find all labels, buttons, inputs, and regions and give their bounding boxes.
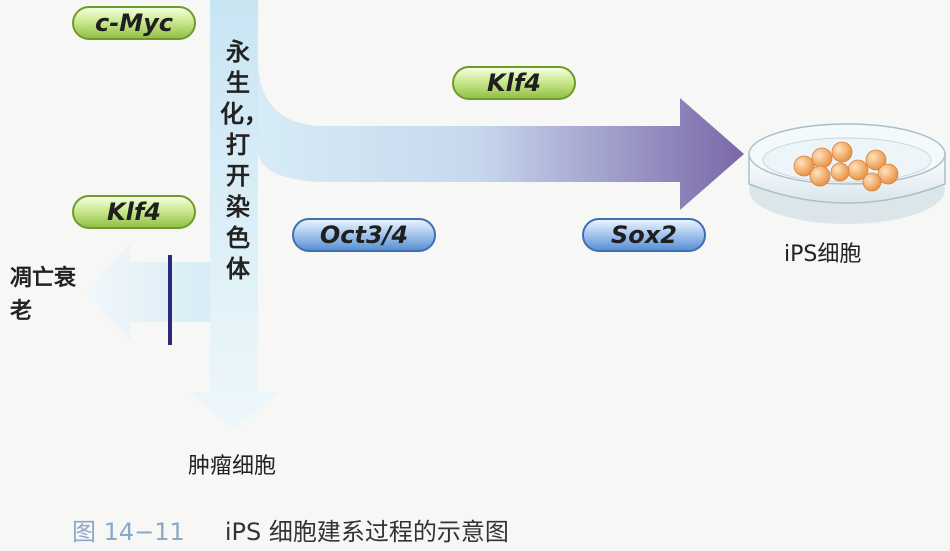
cell (830, 162, 850, 182)
tumor-cell-label: 肿瘤细胞 (188, 454, 277, 479)
factor-klf4-left: Klf4 (72, 195, 196, 229)
factor-sox2: Sox2 (582, 218, 706, 252)
cell (877, 163, 899, 185)
figure-number: 图 14−11 (72, 518, 185, 546)
caption-text: iPS 细胞建系过程的示意图 (224, 518, 509, 546)
factor-oct3-4: Oct3/4 (292, 218, 436, 252)
left-arrow (84, 244, 210, 340)
vertical-arrow (190, 0, 278, 430)
cell (811, 147, 833, 169)
apoptosis-senescence-label: 凋亡衰老 (10, 265, 77, 324)
factor-klf4-top: Klf4 (452, 66, 576, 100)
factor-c-myc: c-Myc (72, 6, 196, 40)
cell (809, 165, 831, 187)
ips-cell-label: iPS细胞 (784, 242, 862, 267)
ips-cell-cluster (793, 141, 899, 192)
immortalization-label: 永生化，打开染色体 (220, 37, 268, 283)
cell (793, 155, 815, 177)
cell (831, 141, 853, 163)
cell (862, 172, 882, 192)
figure-caption: 图 14−11 iPS 细胞建系过程的示意图 (72, 512, 509, 547)
main-curved-arrow (258, 58, 744, 210)
cell (865, 149, 887, 171)
